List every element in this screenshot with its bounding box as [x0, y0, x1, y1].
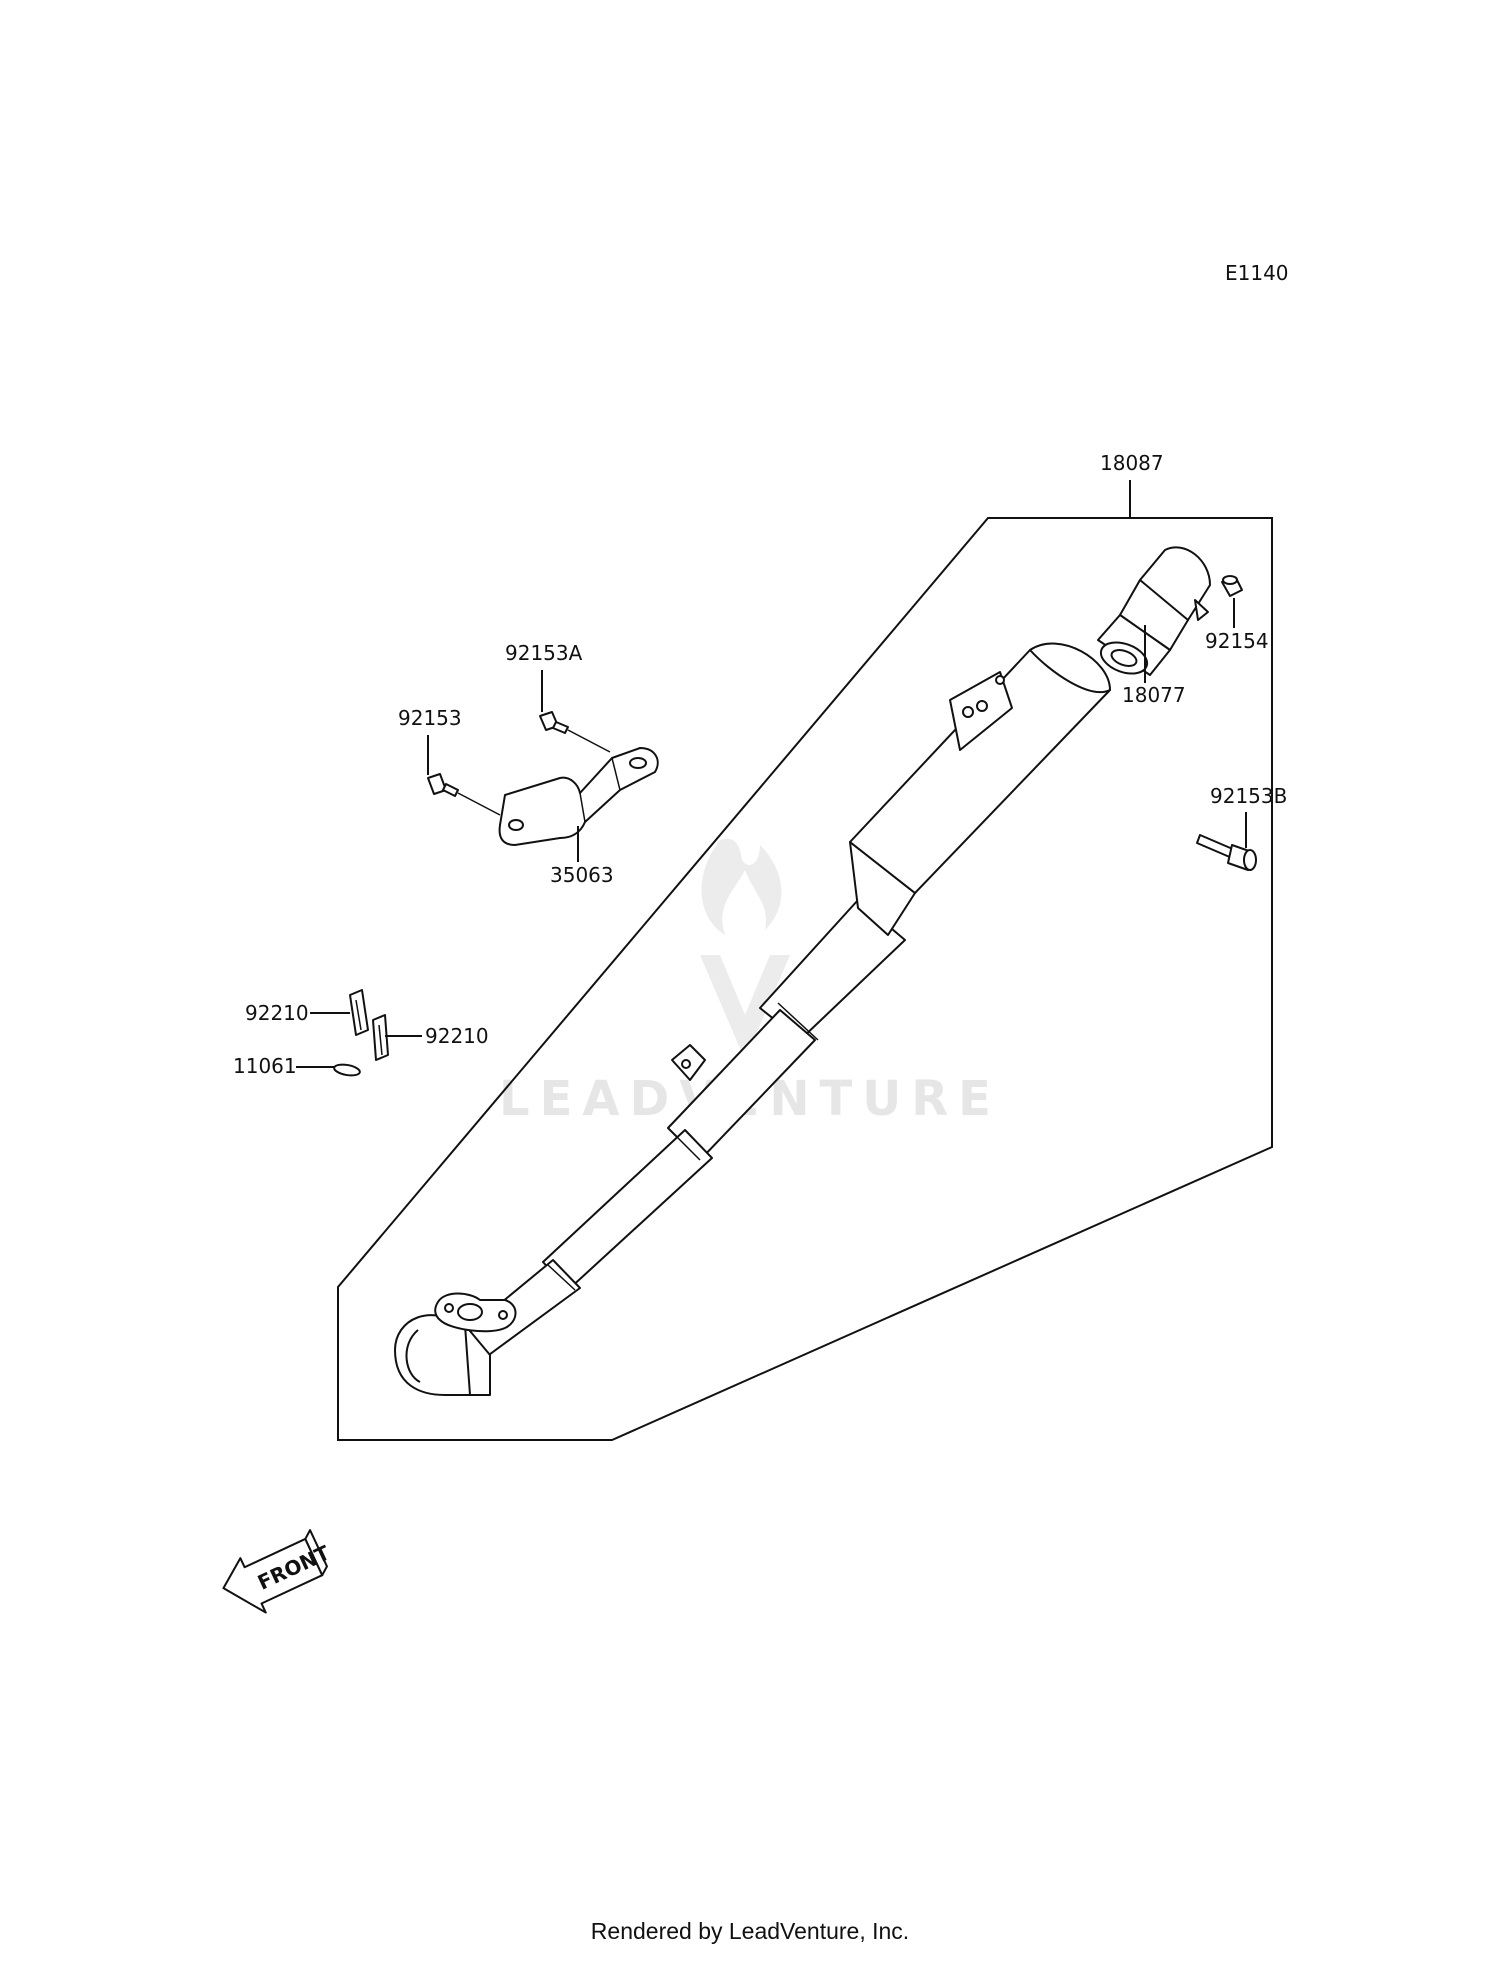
- clip-92210-a: [349, 989, 369, 1036]
- footer-credit: Rendered by LeadVenture, Inc.: [590, 1918, 910, 1944]
- callout-92210-a: 92210: [245, 1001, 309, 1025]
- bolt-92154: [1221, 575, 1243, 597]
- callout-92154: 92154: [1205, 629, 1269, 653]
- callout-35063: 35063: [550, 863, 614, 887]
- callout-92210-b: 92210: [425, 1024, 489, 1048]
- front-direction-arrow: FRONT: [222, 1529, 334, 1614]
- callout-18087: 18087: [1100, 451, 1164, 475]
- bracket-35063: [498, 747, 659, 846]
- diagram-code: E1140: [1225, 261, 1289, 285]
- callout-92153A: 92153A: [505, 641, 583, 665]
- callout-18077: 18077: [1122, 683, 1186, 707]
- clip-92210-b: [372, 1014, 389, 1061]
- bolt-92153: [427, 773, 501, 816]
- bolt-92153A: [539, 711, 611, 753]
- callout-92153B: 92153B: [1210, 784, 1287, 808]
- tail-pipe-18077: [1097, 546, 1211, 676]
- bolt-92153B: [1196, 834, 1257, 871]
- callout-92153: 92153: [398, 706, 462, 730]
- gasket-11061: [333, 1063, 361, 1077]
- callout-11061: 11061: [233, 1054, 297, 1078]
- muffler-body: [394, 642, 1111, 1396]
- muffler-assembly-boundary: [337, 517, 1273, 1441]
